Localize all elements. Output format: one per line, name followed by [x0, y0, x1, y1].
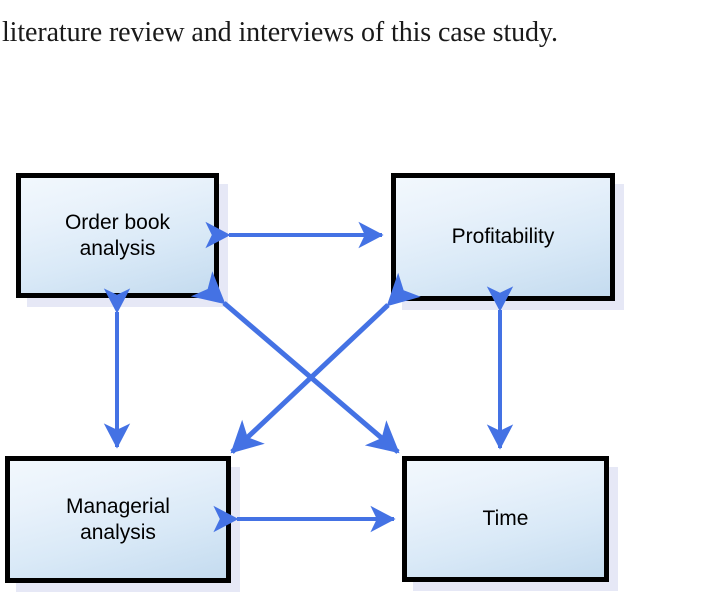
arrow-profitability-managerial — [230, 272, 421, 454]
node-order-book[interactable]: Order book analysis — [16, 173, 219, 298]
node-time[interactable]: Time — [402, 456, 609, 582]
node-managerial-analysis-label: Managerial analysis — [66, 494, 170, 544]
arrow-order-book-time — [190, 271, 400, 454]
node-managerial-analysis[interactable]: Managerial analysis — [5, 456, 231, 583]
node-order-book-label: Order book analysis — [64, 210, 171, 260]
node-profitability-label: Profitability — [451, 225, 555, 248]
page-caption: literature review and interviews of this… — [2, 17, 558, 48]
node-profitability[interactable]: Profitability — [391, 173, 615, 301]
node-time-label: Time — [482, 507, 529, 530]
